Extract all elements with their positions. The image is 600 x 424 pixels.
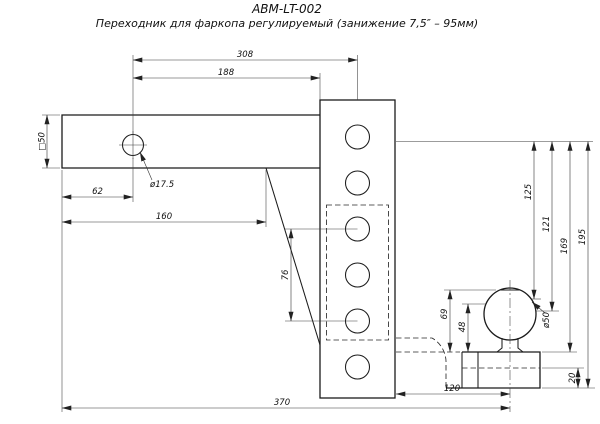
dim-125-label: 125 bbox=[524, 184, 534, 200]
dim-76-label: 76 bbox=[281, 269, 291, 280]
plate-hole bbox=[344, 262, 371, 288]
vertical-plate bbox=[319, 99, 396, 399]
dim-62-label: 62 bbox=[92, 187, 103, 197]
dim-121-label: 121 bbox=[542, 216, 552, 232]
title-block: ABM-LT-002 Переходник для фаркопа регули… bbox=[96, 2, 478, 30]
dimension-hole-diameter: ø17.5 bbox=[139, 151, 174, 190]
dim-69-label: 69 bbox=[440, 309, 450, 320]
gusset-brace bbox=[265, 167, 321, 346]
dimension-square-50: □50 bbox=[38, 114, 50, 169]
shank-hole-centermark bbox=[119, 131, 147, 159]
dim-195-label: 195 bbox=[578, 229, 588, 245]
extension-lines bbox=[42, 55, 595, 412]
dimension-69: 69 bbox=[440, 289, 453, 353]
dimension-20: 20 bbox=[568, 367, 581, 389]
dim-188-label: 188 bbox=[218, 68, 235, 78]
dim-48-label: 48 bbox=[458, 321, 468, 332]
dim-160-label: 160 bbox=[156, 212, 172, 222]
dimension-ball-diameter: ø50 bbox=[531, 301, 552, 329]
dimension-121: 121 bbox=[542, 141, 555, 312]
bent-arm-hidden-outer bbox=[396, 337, 447, 388]
drawing-model-title: ABM-LT-002 bbox=[251, 2, 322, 16]
dimension-48: 48 bbox=[458, 303, 471, 353]
ball-neck bbox=[496, 338, 524, 353]
dim-120-label: 120 bbox=[444, 384, 460, 394]
dim-169-label: 169 bbox=[560, 238, 570, 254]
dim-370-label: 370 bbox=[274, 398, 290, 408]
bracket-outline bbox=[446, 351, 541, 389]
tow-ball bbox=[483, 280, 537, 412]
dimension-308: 308 bbox=[132, 50, 358, 63]
dim-20-label: 20 bbox=[568, 373, 578, 384]
dim-ball-diameter-label: ø50 bbox=[542, 312, 552, 329]
dimension-195: 195 bbox=[578, 141, 591, 389]
ball-circle bbox=[483, 287, 537, 341]
sleeve-hidden-rect bbox=[326, 204, 389, 341]
dimension-370: 370 bbox=[61, 398, 511, 411]
dimension-120: 120 bbox=[395, 384, 511, 397]
dimension-62: 62 bbox=[61, 187, 134, 200]
plate-hole bbox=[344, 170, 371, 196]
dim-308-label: 308 bbox=[237, 50, 254, 60]
shank-tube bbox=[61, 114, 320, 169]
plate-hole bbox=[344, 124, 371, 150]
dimension-76: 76 bbox=[281, 228, 294, 322]
dimension-160: 160 bbox=[61, 212, 267, 225]
plate-hole bbox=[344, 354, 371, 380]
dimension-125: 125 bbox=[524, 141, 537, 300]
gusset-line bbox=[265, 167, 321, 346]
plate-outline bbox=[319, 99, 396, 399]
dimension-169: 169 bbox=[560, 141, 573, 353]
dim-hole-diameter-label: ø17.5 bbox=[149, 180, 174, 190]
drawing-description-title: Переходник для фаркопа регулируемый (зан… bbox=[96, 17, 478, 30]
dim-square50-label: □50 bbox=[38, 132, 48, 151]
shank-outline bbox=[61, 114, 320, 169]
ball-mount-bracket bbox=[446, 351, 541, 389]
dimension-188: 188 bbox=[132, 68, 321, 81]
